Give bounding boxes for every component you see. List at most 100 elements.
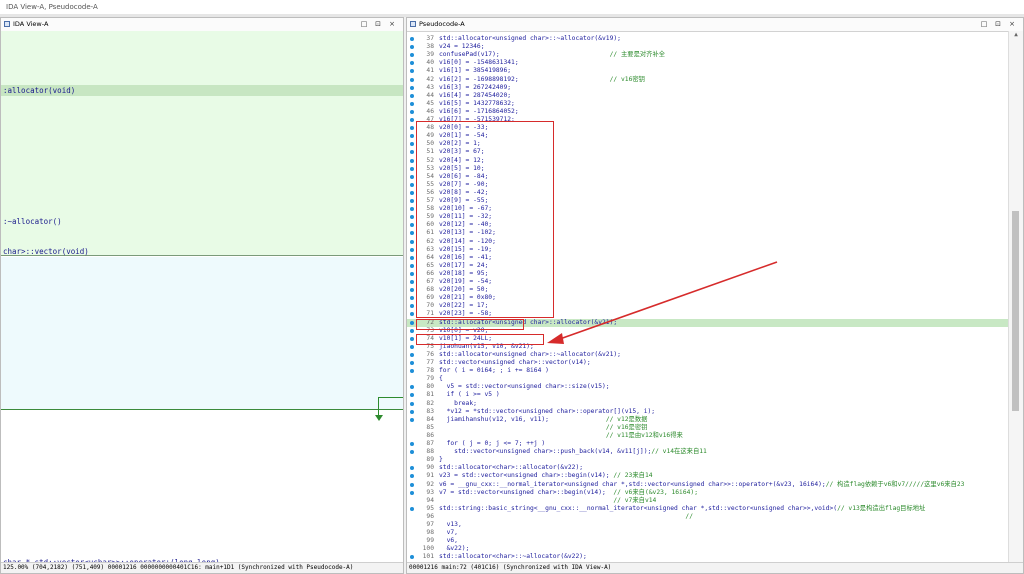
code-line[interactable]: 84 jiamihanshu(v12, v16, v11); // v12是数据 bbox=[407, 416, 1009, 424]
breakpoint-dot-icon[interactable] bbox=[410, 61, 414, 66]
breakpoint-dot-icon[interactable] bbox=[410, 239, 414, 244]
disasm-line[interactable]: :~allocator() bbox=[3, 217, 62, 226]
pseudocode-tab[interactable]: Pseudocode-A □⊡× bbox=[407, 18, 1023, 32]
breakpoint-dot-icon[interactable] bbox=[410, 53, 414, 58]
breakpoint-dot-icon[interactable] bbox=[410, 118, 414, 122]
breakpoint-dot-icon[interactable] bbox=[410, 101, 414, 106]
breakpoint-dot-icon[interactable] bbox=[410, 199, 414, 203]
code-line[interactable]: 85 // v16是密钥 bbox=[407, 424, 1009, 432]
breakpoint-dot-icon[interactable] bbox=[410, 271, 414, 276]
breakpoint-dot-icon[interactable] bbox=[410, 158, 414, 163]
breakpoint-dot-icon[interactable] bbox=[410, 474, 414, 479]
breakpoint-dot-icon[interactable] bbox=[410, 369, 414, 374]
code-line[interactable]: 99 v6, bbox=[407, 537, 1009, 545]
breakpoint-dot-icon[interactable] bbox=[410, 93, 414, 98]
breakpoint-dot-icon[interactable] bbox=[410, 77, 414, 82]
restore-icon[interactable]: □ bbox=[360, 20, 368, 28]
breakpoint-dot-icon[interactable] bbox=[410, 45, 414, 50]
code-line[interactable]: 81 if ( i >= v5 ) bbox=[407, 391, 1009, 399]
breakpoint-dot-icon[interactable] bbox=[410, 409, 414, 414]
breakpoint-dot-icon[interactable] bbox=[410, 166, 414, 171]
breakpoint-dot-icon[interactable] bbox=[410, 385, 414, 390]
breakpoint-dot-icon[interactable] bbox=[410, 126, 414, 131]
breakpoint-dot-icon[interactable] bbox=[410, 450, 414, 455]
code-line[interactable]: 87 for ( j = 0; j <= 7; ++j ) bbox=[407, 440, 1009, 448]
breakpoint-dot-icon[interactable] bbox=[410, 296, 414, 301]
breakpoint-dot-icon[interactable] bbox=[410, 174, 414, 179]
breakpoint-dot-icon[interactable] bbox=[410, 247, 414, 252]
breakpoint-dot-icon[interactable] bbox=[410, 490, 414, 495]
breakpoint-dot-icon[interactable] bbox=[410, 223, 414, 228]
code-line[interactable]: 82 break; bbox=[407, 400, 1009, 408]
ida-view-tab[interactable]: IDA View-A □⊡× bbox=[1, 18, 403, 32]
breakpoint-dot-icon[interactable] bbox=[410, 442, 414, 446]
close-icon[interactable]: × bbox=[1009, 20, 1015, 28]
breakpoint-dot-icon[interactable] bbox=[410, 320, 414, 325]
breakpoint-dot-icon[interactable] bbox=[410, 288, 414, 293]
breakpoint-dot-icon[interactable] bbox=[410, 555, 414, 560]
breakpoint-dot-icon[interactable] bbox=[410, 304, 414, 309]
scroll-up-icon[interactable]: ▲ bbox=[1014, 31, 1018, 38]
disassembly-view[interactable]: :allocator(void) :~allocator() char>::ve… bbox=[1, 31, 403, 567]
breakpoint-dot-icon[interactable] bbox=[410, 182, 414, 187]
code-line[interactable]: 97 v13, bbox=[407, 521, 1009, 529]
breakpoint-dot-icon[interactable] bbox=[410, 466, 414, 471]
breakpoint-dot-icon[interactable] bbox=[410, 134, 414, 139]
breakpoint-dot-icon[interactable] bbox=[410, 393, 414, 398]
breakpoint-dot-icon[interactable] bbox=[410, 328, 414, 333]
disasm-line[interactable]: :allocator(void) bbox=[3, 86, 76, 95]
code-line[interactable]: 96 // bbox=[407, 513, 1009, 521]
breakpoint-dot-icon[interactable] bbox=[410, 417, 414, 422]
code-line[interactable]: 100 &v22); bbox=[407, 545, 1009, 553]
vertical-scrollbar[interactable]: ▲ bbox=[1008, 31, 1023, 563]
breakpoint-dot-icon[interactable] bbox=[410, 506, 414, 511]
breakpoint-dot-icon[interactable] bbox=[410, 361, 414, 365]
code-line[interactable]: 98 v7, bbox=[407, 529, 1009, 537]
breakpoint-dot-icon[interactable] bbox=[410, 37, 414, 41]
breakpoint-dot-icon[interactable] bbox=[410, 401, 414, 406]
restore-icon[interactable]: □ bbox=[980, 20, 988, 28]
close-icon[interactable]: × bbox=[389, 20, 395, 28]
breakpoint-dot-icon[interactable] bbox=[410, 482, 414, 487]
breakpoint-dot-icon[interactable] bbox=[410, 142, 414, 147]
